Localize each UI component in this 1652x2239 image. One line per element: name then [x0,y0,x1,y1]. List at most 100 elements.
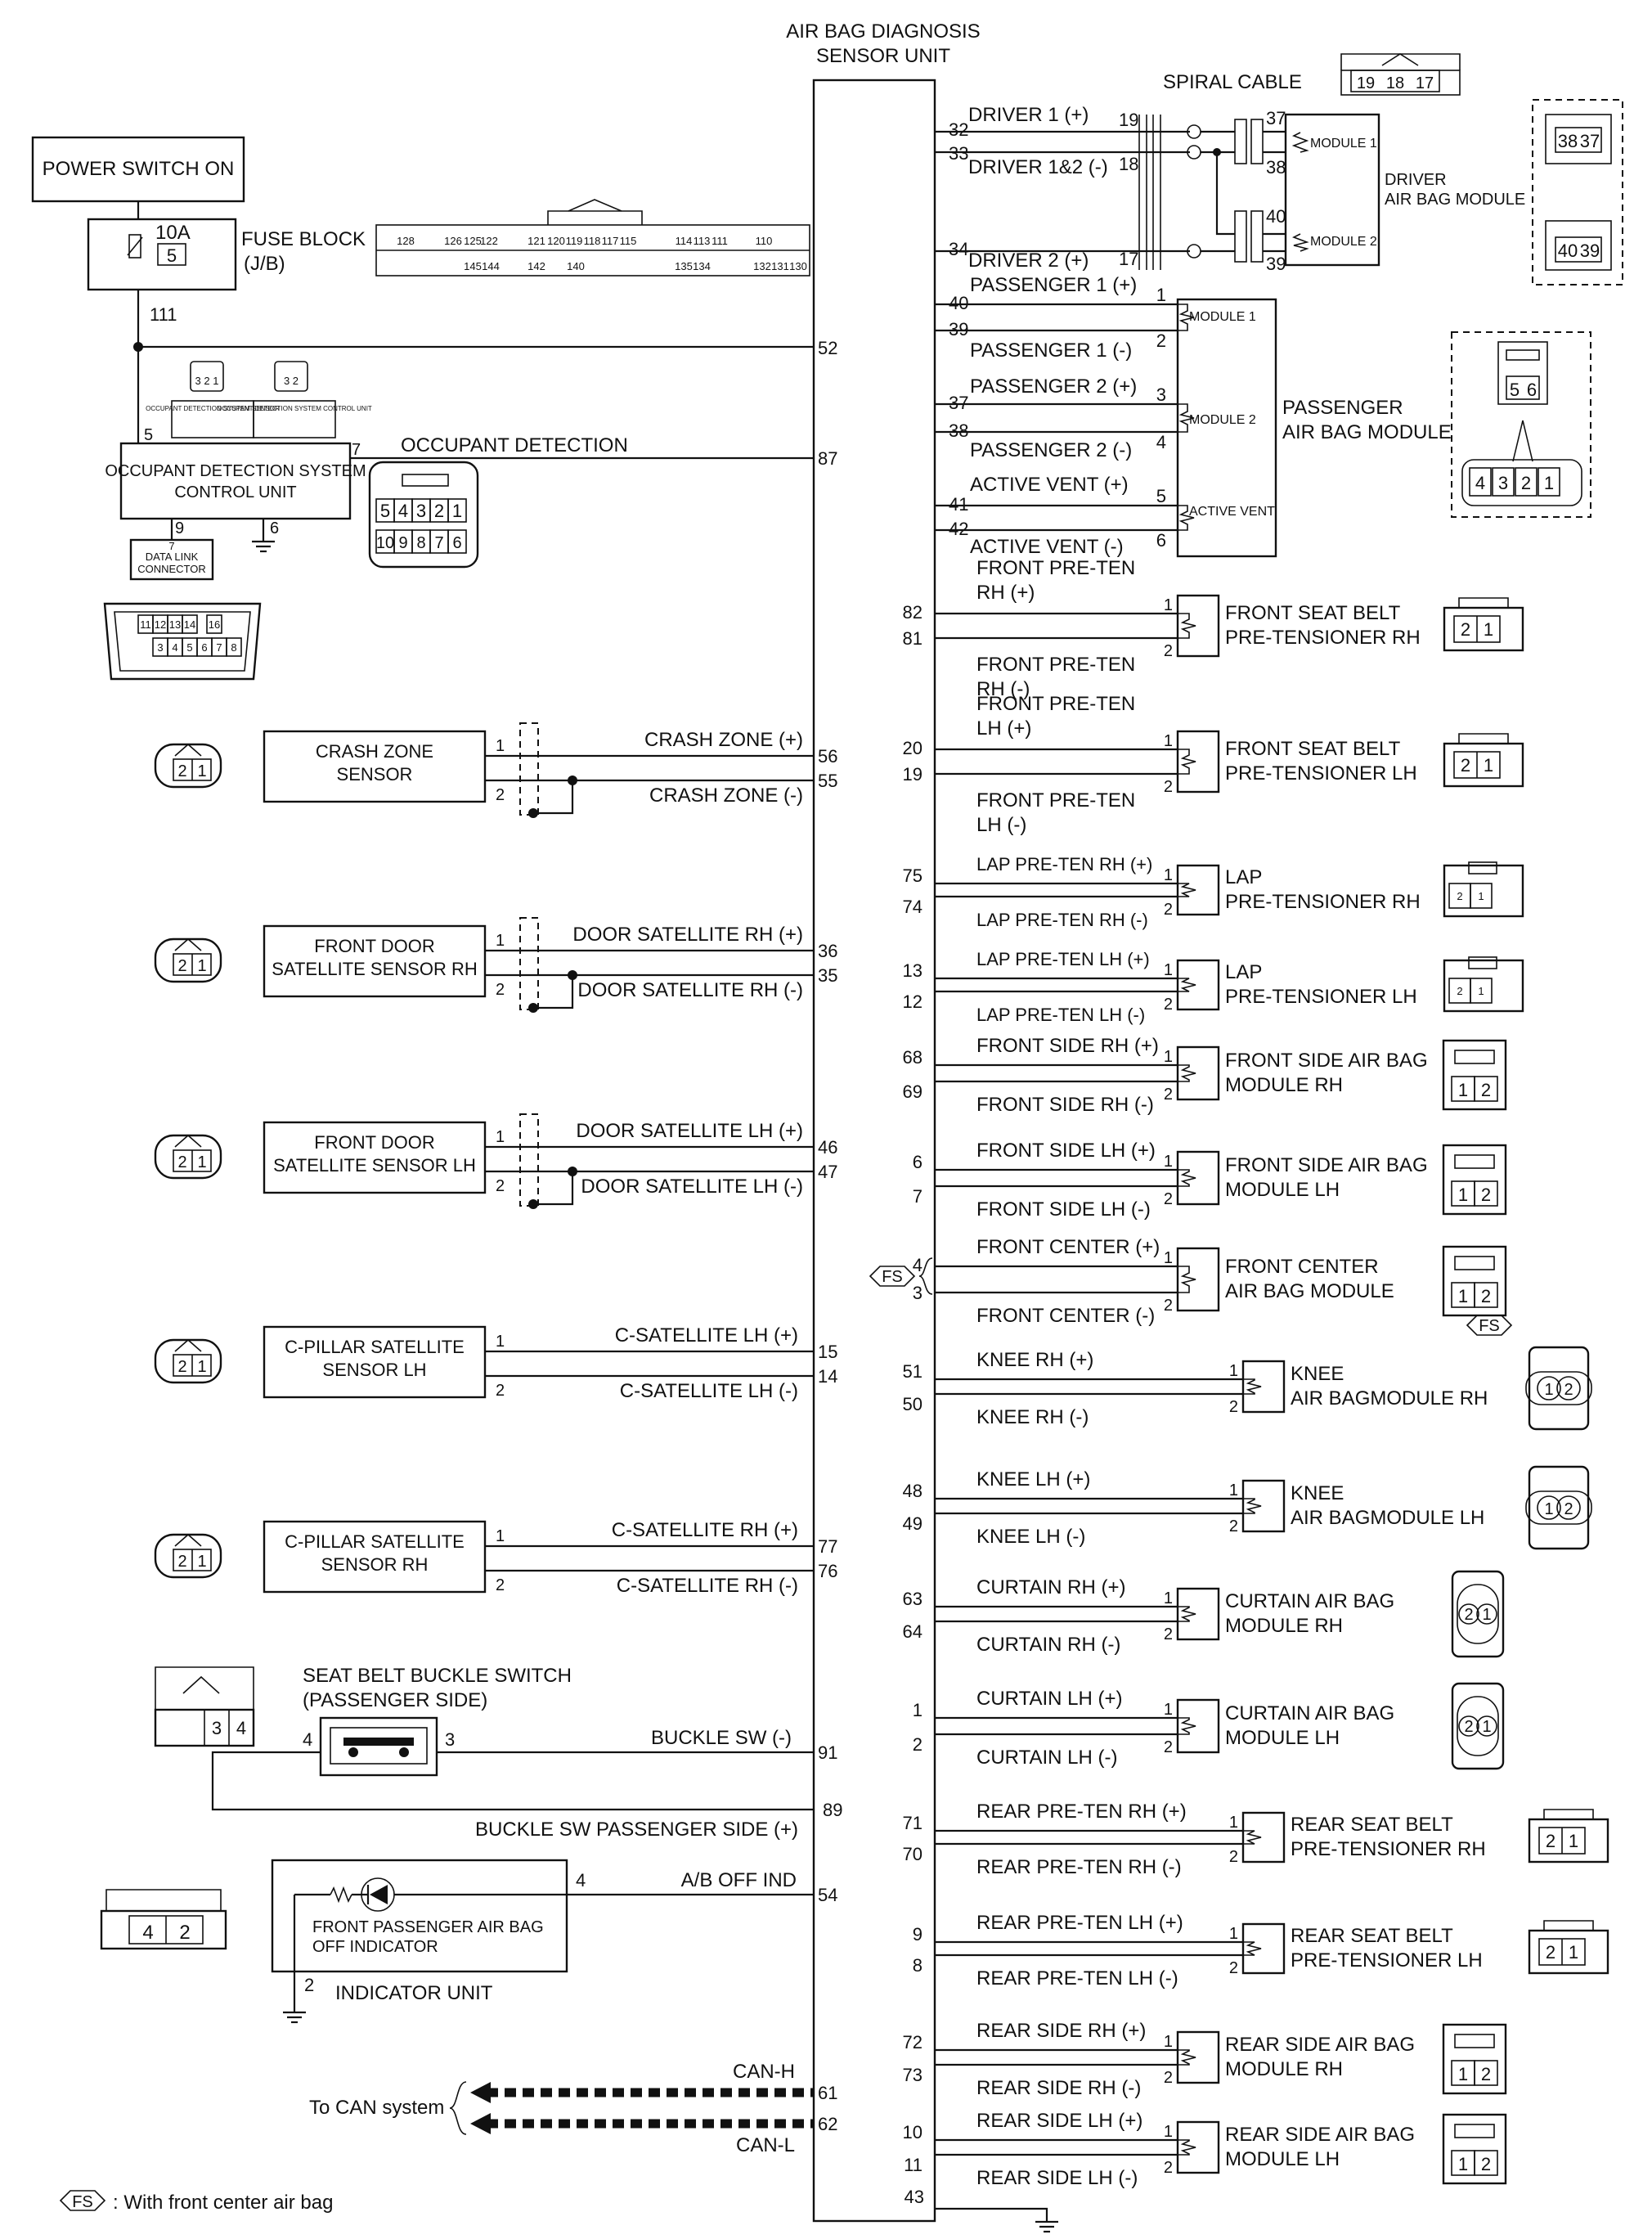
sensor-name-1: FRONT DOOR [314,936,434,956]
sensor-signal-plus: CRASH ZONE (+) [644,729,803,751]
load-pin-1: 1 [1229,1362,1238,1380]
occ-conn-pin-1: 1 [452,501,462,521]
passenger-conn-cell [1492,467,1515,497]
load-name-1: FRONT SIDE AIR BAG [1225,1050,1428,1072]
dlc-pin-3: 3 [157,641,163,654]
sensor-name-2: SATELLITE SENSOR RH [272,959,477,979]
pin-43: 43 [905,2187,924,2207]
buckle-pin4: 4 [303,1729,312,1750]
dlc-pin-12: 12 [155,618,166,631]
load-name-1: CURTAIN AIR BAG [1225,1590,1394,1612]
load-signal-minus: LAP PRE-TEN RH (-) [976,910,1148,930]
load-name-1: REAR SEAT BELT [1291,1814,1453,1836]
load-name-1: LAP [1225,961,1262,983]
jb-pin-125: 125 [464,235,482,247]
spiral-19: 19 [1119,110,1138,130]
passenger-module-pin: 4 [1156,432,1166,452]
load-name-2: AIR BAGMODULE LH [1291,1507,1484,1529]
dlc-pin-11: 11 [140,618,151,631]
driver-label-1: DRIVER [1385,171,1447,189]
load-signal-minus: KNEE RH (-) [976,1406,1089,1428]
load-module-box [1176,2030,1220,2084]
jb-pin-117: 117 [602,235,619,247]
passenger-conn-bottom [1461,459,1582,506]
load-name-2: PRE-TENSIONER LH [1225,986,1417,1008]
sensor-signal-minus: DOOR SATELLITE RH (-) [577,979,803,1001]
passenger-conn-cell [1515,467,1538,497]
driver-conn-1 [1545,114,1612,164]
jb-pin-128: 128 [397,235,415,247]
occupant-signal-label: OCCUPANT DETECTION [401,434,628,456]
jb-pin-122: 122 [480,235,498,247]
buckle-conn-pin-b: 4 [236,1718,246,1738]
passenger-conn-pin-4: 4 [1475,473,1485,493]
occupant-unit-conn-text: OCCUPANT DETECTION SYSTEM CONTROL UNIT [217,405,372,412]
shield-icon [519,722,539,816]
can-section: To CAN system CAN-H CAN-L 61 62 [309,2061,837,2156]
occ-conn-pin-5: 5 [380,501,390,521]
module-pin-40: 40 [1266,206,1286,227]
unit-pin-77: 77 [818,1536,837,1557]
unit-pin-10: 10 [903,2122,923,2142]
load-connector-top [1458,597,1509,608]
sensor-conn-pin: 1 [197,957,206,975]
module-pin-37: 37 [1266,108,1286,128]
load-signal-plus: KNEE RH (+) [976,1349,1093,1371]
can-to-label: To CAN system [309,2097,444,2119]
load-name-2: PRE-TENSIONER LH [1225,762,1417,785]
load-signal-minus: FRONT SIDE LH (-) [976,1198,1151,1221]
load-signal-plus: REAR SIDE RH (+) [976,2020,1146,2042]
unit-pin-70: 70 [903,1844,923,1864]
load-conn-pin: 2 [1481,1286,1491,1306]
driver-conn2-a: 40 [1558,241,1578,261]
module-pin-38: 38 [1266,157,1286,178]
sensor-name-1: C-PILLAR SATELLITE [285,1337,465,1357]
load-signal-plus-2: RH (+) [976,582,1035,604]
dlc-cell [182,614,198,634]
unit-pin-15: 15 [818,1342,837,1362]
unit-pin-75: 75 [903,865,923,886]
load-signal-plus: CURTAIN RH (+) [976,1576,1125,1598]
load-conn-pin: 1 [1569,1831,1578,1851]
load-conn-pin: 1 [1458,1080,1468,1100]
passenger-conn-top-a: 5 [1510,380,1520,400]
load-name-2: PRE-TENSIONER RH [1225,891,1421,913]
load-pin-1: 1 [1164,732,1173,750]
pin-87: 87 [818,448,837,469]
load-name-2: MODULE RH [1225,2058,1343,2080]
occupant-sensor-conn-text: OCCUPANT DETECTION SYSTEM SENSOR [146,405,280,412]
load-signal-minus: KNEE LH (-) [976,1526,1085,1548]
occupant-pin7: 7 [352,441,361,459]
spiral-conn-17: 17 [1416,74,1434,92]
unit-pin-71: 71 [903,1813,923,1833]
passenger-conn-top [1497,341,1548,405]
passenger-squib-icon [1178,505,1195,531]
load-signal-minus: LAP PRE-TEN LH (-) [976,1005,1145,1025]
power-switch-box [31,136,245,203]
load-conn-pin: 1 [1458,2154,1468,2174]
load-connector [1528,1346,1590,1431]
load-signal-plus-2: LH (+) [976,717,1031,740]
indicator-section: FRONT PASSENGER AIR BAG OFF INDICATOR 4 … [100,1859,837,2024]
sensor-box [263,924,487,998]
jb-pin-119: 119 [566,235,583,247]
unit-pin-49: 49 [903,1513,923,1534]
sensor-pin-1: 1 [496,1527,505,1545]
load-squib-icon [1178,613,1196,639]
passenger1-minus: PASSENGER 1 (-) [970,339,1132,362]
sensor-connector-key [174,1338,202,1352]
passenger1-plus: PASSENGER 1 (+) [970,274,1137,296]
sensor-pin-2: 2 [496,1576,505,1594]
unit-pin-7: 7 [913,1186,923,1207]
load-pin-2: 2 [1164,1738,1173,1756]
ground-section: 43 [905,2187,1058,2233]
sensor-box [263,730,487,803]
pin-89: 89 [823,1800,842,1820]
load-squib-icon [1178,1266,1196,1293]
unit-pin-64: 64 [903,1621,923,1642]
load-pin-1: 1 [1164,1048,1173,1066]
